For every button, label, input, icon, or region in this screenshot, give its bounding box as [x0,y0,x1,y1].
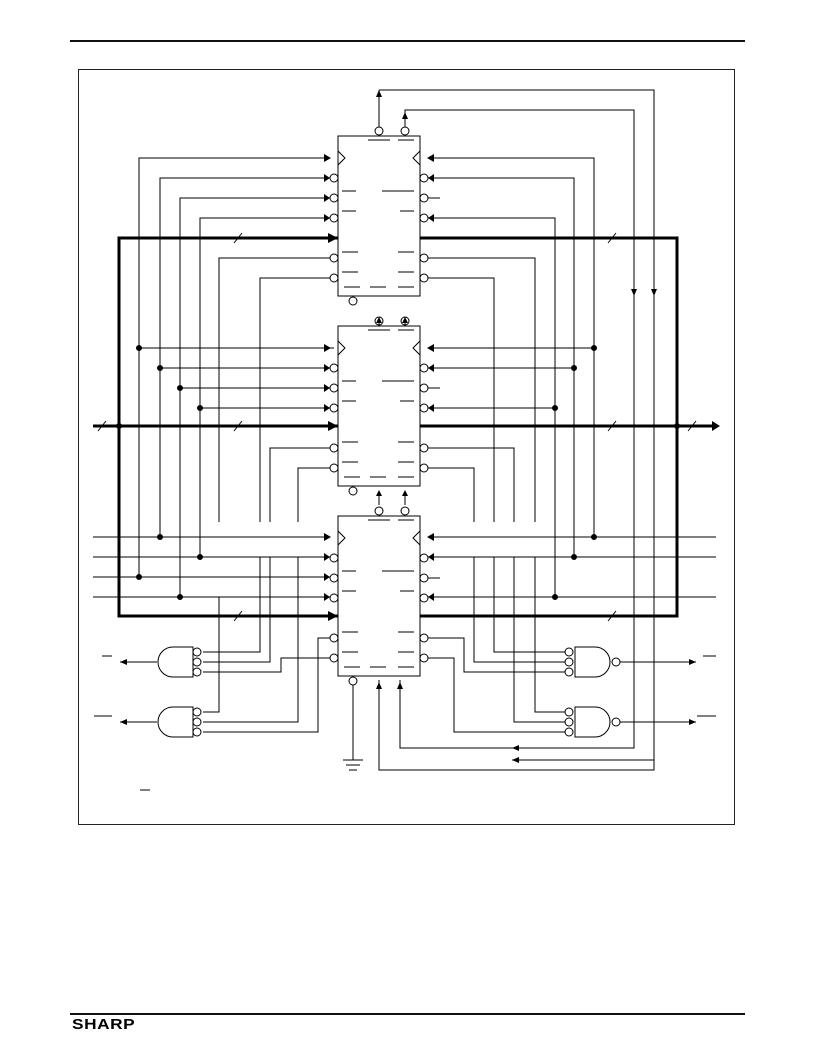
left-flag-lines [203,257,330,733]
and-gate-icon-left-top [120,646,202,678]
and-gate-icon-right-top [564,646,696,678]
fifo-chip-bottom [337,515,421,686]
diagram-frame [78,69,735,825]
footer-rule [70,1013,745,1015]
and-gate-icon-right-bottom [564,706,696,738]
pin-input-arrows [324,154,434,601]
right-control-lines [428,157,716,598]
and-gate-icon-left-bottom [120,706,202,738]
fifo-chip-top [337,126,421,326]
left-control-lines [93,157,334,598]
fifo-chip-middle [337,325,421,516]
ground-icon [343,685,363,771]
header-rule [70,40,745,42]
pin-overbars [342,139,414,668]
right-flag-lines [428,257,565,733]
bus-width-marks [97,232,697,622]
sharp-logo: SHARP [72,1016,136,1033]
